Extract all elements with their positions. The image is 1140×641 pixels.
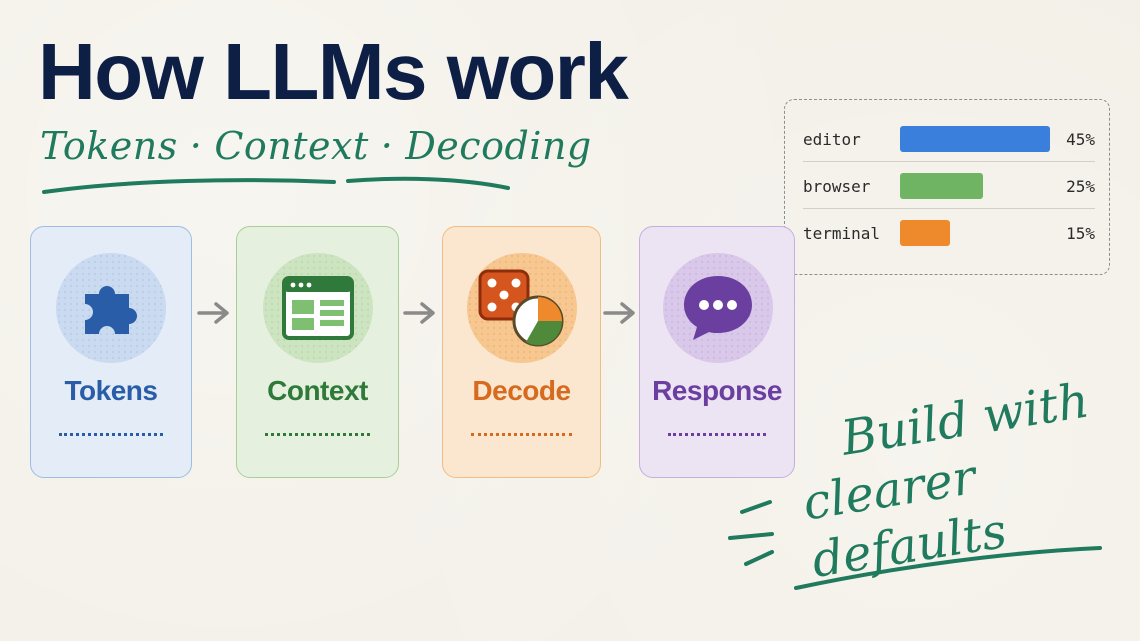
pipeline-card-tokens: Tokens <box>30 226 192 478</box>
usage-divider <box>803 161 1095 162</box>
subtitle-separator: · <box>189 124 203 168</box>
arrow-right-icon <box>197 302 229 324</box>
tokens-icon-circle <box>56 253 166 363</box>
chat-bubble-icon <box>684 276 752 340</box>
usage-label: terminal <box>803 223 881 243</box>
usage-bar-fill <box>899 220 950 246</box>
dice-pie-icon <box>478 269 564 347</box>
pipeline-card-response: Response <box>639 226 795 478</box>
usage-row-editor: editor 45% <box>803 116 1095 162</box>
usage-label: browser <box>803 176 871 196</box>
subtitle-decoding: Decoding <box>405 124 592 168</box>
usage-bar-fill <box>899 126 1050 152</box>
usage-bar-fill <box>899 173 983 199</box>
subtitle: Tokens·Context·Decoding <box>40 122 592 170</box>
usage-bar-track <box>899 126 1050 152</box>
card-label: Decode <box>472 375 571 406</box>
card-label: Response <box>652 375 782 406</box>
arrow-right-icon <box>603 302 635 324</box>
decode-icon-circle <box>467 253 577 363</box>
usage-label: editor <box>803 129 861 149</box>
usage-percent: 15% <box>1066 223 1095 243</box>
usage-panel: editor 45% browser 25% terminal 15% <box>784 99 1110 275</box>
card-dotted-line <box>265 433 370 436</box>
usage-row-terminal: terminal 15% <box>803 210 1095 256</box>
usage-bar-track <box>899 173 1050 199</box>
card-label: Tokens <box>64 375 158 406</box>
card-label: Context <box>267 375 368 406</box>
usage-percent: 25% <box>1066 176 1095 196</box>
subtitle-tokens: Tokens <box>40 124 178 168</box>
browser-window-icon <box>282 276 354 340</box>
usage-percent: 45% <box>1066 129 1095 149</box>
usage-bar-track <box>899 220 1050 246</box>
response-icon-circle <box>663 253 773 363</box>
puzzle-icon <box>85 286 137 334</box>
card-dotted-line <box>471 433 572 436</box>
page-title: How LLMs work <box>38 27 629 116</box>
card-dotted-line <box>59 433 163 436</box>
pipeline-card-decode: Decode <box>442 226 601 478</box>
context-icon-circle <box>263 253 373 363</box>
card-dotted-line <box>668 433 766 436</box>
subtitle-context: Context <box>214 124 369 168</box>
usage-divider <box>803 208 1095 209</box>
arrow-right-icon <box>403 302 435 324</box>
subtitle-separator: · <box>380 124 394 168</box>
pipeline-card-context: Context <box>236 226 399 478</box>
usage-row-browser: browser 25% <box>803 163 1095 209</box>
